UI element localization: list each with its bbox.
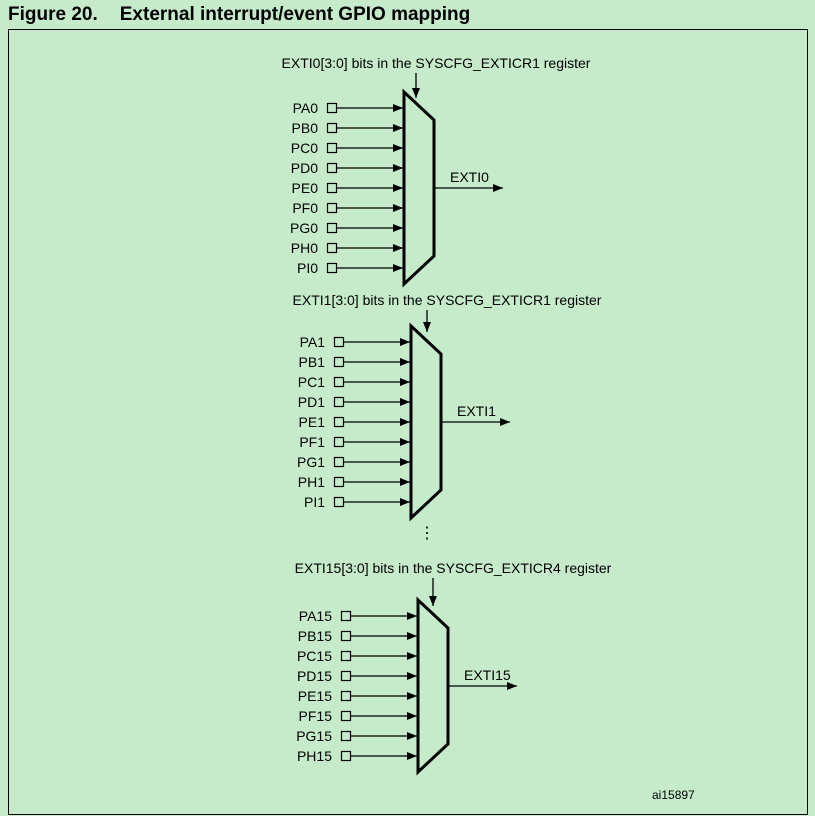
gpio-pin-label: PF1 [299,434,325,450]
gpio-pin-label: PE1 [299,414,326,430]
gpio-pin-label: PD1 [298,394,325,410]
figure-caption: Figure 20. External interrupt/event GPIO … [8,4,470,26]
output-label: EXTI1 [457,403,496,419]
pin-square-icon [340,610,352,622]
pin-square-icon [333,356,345,368]
pin-square-icon [326,162,338,174]
gpio-pin-label: PE0 [292,180,319,196]
pin-square-icon [333,456,345,468]
multiplexer-exti15: EXTI15[3:0] bits in the SYSCFG_EXTICR4 r… [295,560,612,776]
gpio-pin-label: PH0 [291,240,318,256]
pin-square-icon [333,336,345,348]
gpio-pin-label: PI1 [304,494,325,510]
pin-square-icon [326,102,338,114]
gpio-pin-label: PB0 [292,120,319,136]
figure-frame [8,29,808,815]
pin-square-icon [326,122,338,134]
output-label: EXTI15 [464,667,511,683]
gpio-pin-label: PH1 [298,474,325,490]
control-register-label: EXTI0[3:0] bits in the SYSCFG_EXTICR1 re… [282,55,591,71]
pin-square-icon [326,142,338,154]
gpio-pin-label: PA0 [293,100,319,116]
mux-trapezoid [402,88,436,288]
gpio-pin-label: PB15 [298,628,332,644]
pin-square-icon [340,650,352,662]
gpio-pin-label: PC0 [291,140,318,156]
mux-trapezoid [416,596,450,776]
pin-square-icon [340,670,352,682]
gpio-pin-label: PD15 [297,668,332,684]
gpio-pin-label: PF15 [299,708,333,724]
figure-id-code: ai15897 [652,788,695,802]
control-register-label: EXTI1[3:0] bits in the SYSCFG_EXTICR1 re… [293,292,602,308]
pin-square-icon [340,690,352,702]
gpio-pin-label: PB1 [299,354,326,370]
gpio-pin-label: PI0 [297,260,318,276]
figure-title: External interrupt/event GPIO mapping [119,4,471,25]
control-register-label: EXTI15[3:0] bits in the SYSCFG_EXTICR4 r… [295,560,612,576]
ellipsis: ⋮ [419,525,435,542]
figure-number: Figure 20. [8,4,98,25]
pin-square-icon [333,396,345,408]
pin-square-icon [326,182,338,194]
gpio-pin-label: PC15 [297,648,332,664]
mux-trapezoid [409,322,443,522]
multiplexer-exti1: EXTI1[3:0] bits in the SYSCFG_EXTICR1 re… [293,292,602,522]
pin-square-icon [340,750,352,762]
gpio-pin-label: PA15 [299,608,332,624]
pin-square-icon [333,436,345,448]
pin-square-icon [326,222,338,234]
pin-square-icon [333,496,345,508]
pin-square-icon [340,730,352,742]
gpio-pin-label: PG0 [290,220,318,236]
pin-square-icon [340,630,352,642]
pin-square-icon [333,476,345,488]
pin-square-icon [326,202,338,214]
multiplexer-exti0: EXTI0[3:0] bits in the SYSCFG_EXTICR1 re… [282,55,591,288]
pin-square-icon [333,376,345,388]
gpio-pin-label: PD0 [291,160,318,176]
gpio-pin-label: PA1 [300,334,326,350]
gpio-pin-label: PH15 [297,748,332,764]
pin-square-icon [326,242,338,254]
gpio-pin-label: PF0 [292,200,318,216]
pin-square-icon [333,416,345,428]
gpio-pin-label: PC1 [298,374,325,390]
output-label: EXTI0 [450,169,489,185]
pin-square-icon [340,710,352,722]
pin-square-icon [326,262,338,274]
gpio-pin-label: PE15 [298,688,332,704]
gpio-pin-label: PG1 [297,454,325,470]
gpio-pin-label: PG15 [296,728,332,744]
